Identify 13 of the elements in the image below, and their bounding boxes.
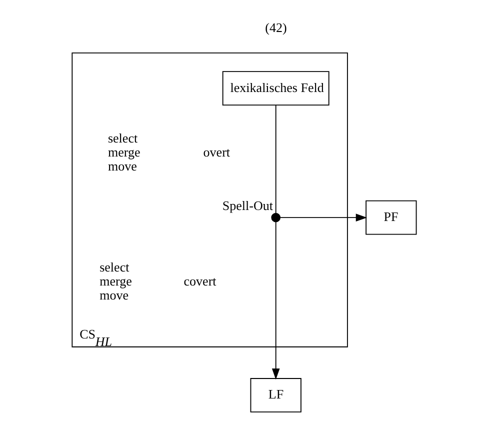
label: covert [183, 274, 216, 289]
node-box: PF [365, 200, 416, 235]
node-circle [270, 212, 280, 222]
label: (42) [264, 20, 286, 36]
node-label: Spell-Out [222, 198, 272, 213]
label: overt [202, 144, 230, 160]
connector [274, 104, 276, 214]
arrow [279, 214, 367, 222]
node-box: lexikalisches Feld [222, 71, 329, 106]
label: select merge move [107, 130, 140, 174]
label: select merge move [99, 260, 132, 303]
node-box: LF [250, 378, 301, 412]
arrow [271, 221, 280, 380]
